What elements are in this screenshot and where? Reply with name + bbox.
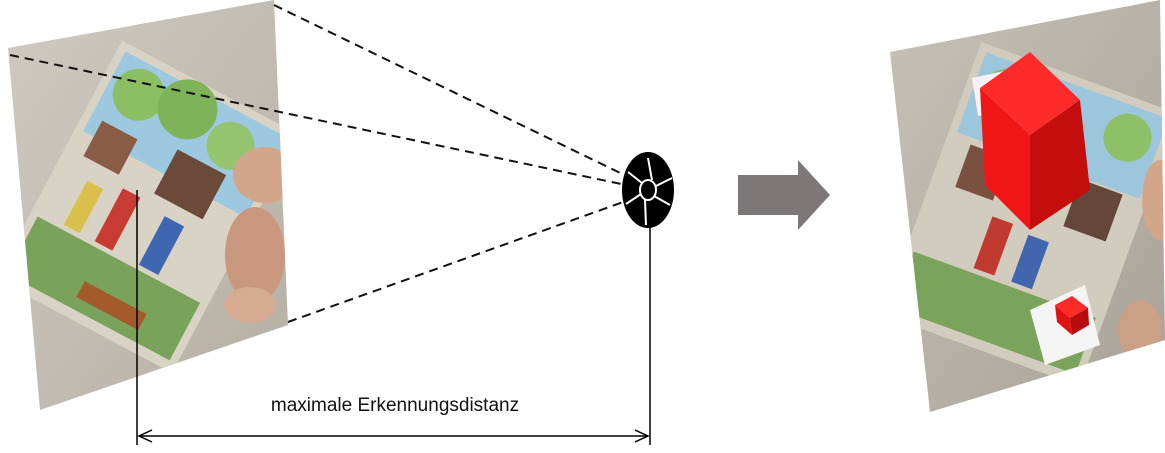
distance-label: maximale Erkennungsdistanz <box>270 395 520 416</box>
arrow-right-icon <box>738 160 830 230</box>
camera-aperture-icon <box>622 152 674 228</box>
sight-lines <box>9 4 646 323</box>
ar-result-photo <box>890 0 1165 412</box>
distance-arrow <box>137 429 650 443</box>
red-cube-icon <box>980 52 1090 230</box>
distance-markers <box>136 190 651 445</box>
small-cube-icon <box>1055 296 1089 335</box>
card-photo <box>8 0 288 410</box>
